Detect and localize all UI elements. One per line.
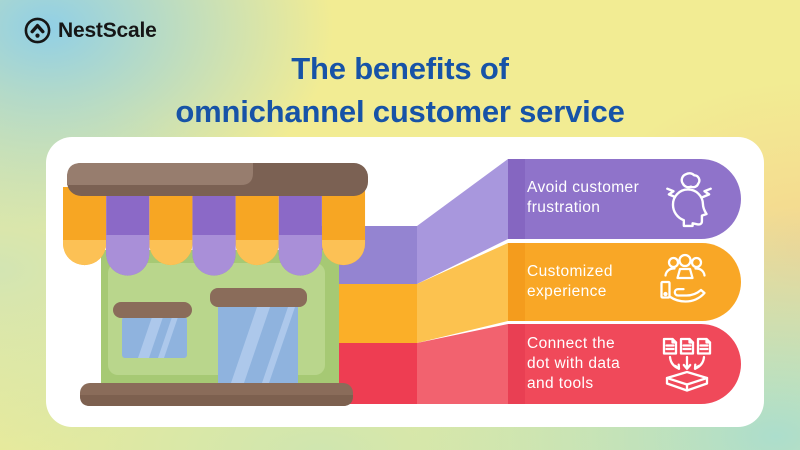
shop-base xyxy=(80,383,353,406)
people-in-hand-icon xyxy=(660,253,706,303)
brand-name: NestScale xyxy=(58,18,157,42)
benefit-label-avoid-frustration: Avoid customer frustration xyxy=(527,179,640,216)
benefit-label-connect-data: Connect the dot with data and tools xyxy=(527,335,621,392)
shop-roof xyxy=(67,163,368,196)
shop-window xyxy=(113,302,192,358)
documents-to-box-icon xyxy=(662,337,712,392)
shop-awning xyxy=(63,187,366,276)
nestscale-logo-icon xyxy=(24,17,51,44)
frustrated-person-icon xyxy=(666,172,712,228)
content-card: Avoid customer frustration Customized ex… xyxy=(46,137,764,427)
page-title: The benefits of omnichannel customer ser… xyxy=(0,47,800,133)
shop-door xyxy=(210,288,307,383)
title-line-1: The benefits of xyxy=(291,51,509,86)
storefront-illustration xyxy=(63,163,368,406)
title-line-2: omnichannel customer service xyxy=(175,94,625,129)
brand-logo: NestScale xyxy=(24,17,157,44)
benefit-label-customized-experience: Customized experience xyxy=(527,263,613,300)
